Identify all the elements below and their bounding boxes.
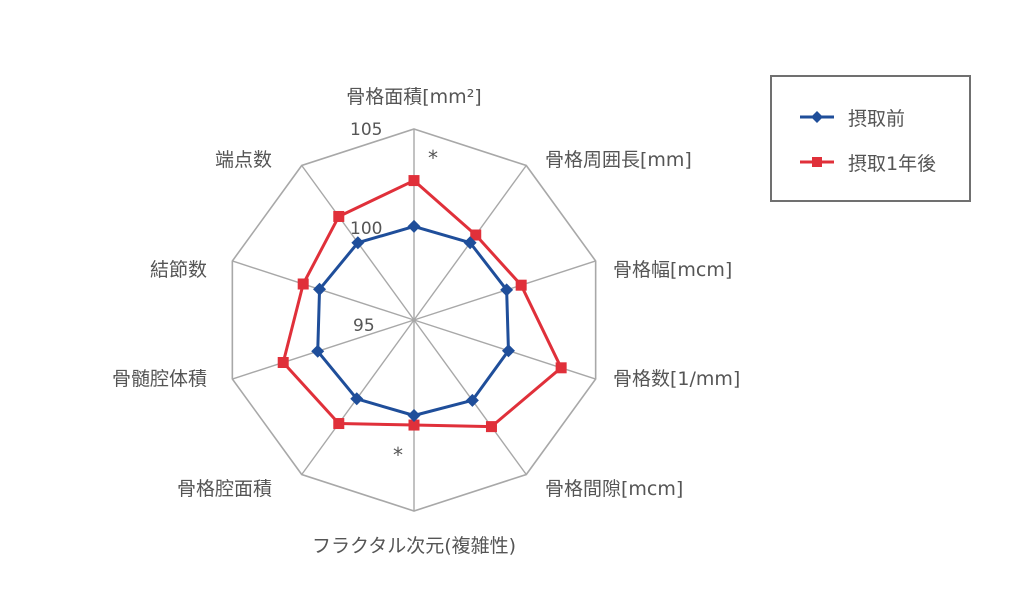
significance-mark-top: *: [428, 146, 438, 170]
legend: 摂取前 摂取1年後: [770, 75, 971, 202]
diamond-marker-icon: [500, 283, 514, 297]
square-marker-icon: [333, 418, 345, 430]
square-marker-icon: [408, 175, 420, 187]
square-marker-icon: [277, 356, 289, 368]
legend-label-before: 摂取前: [848, 107, 906, 130]
axis-label-bone-area: 骨格面積[mm²]: [346, 86, 481, 108]
diamond-marker-icon: [407, 219, 421, 233]
axis-label-endpoint-count: 端点数: [215, 149, 272, 171]
axis-label-fractal-dimension: フラクタル次元(複雑性): [312, 535, 516, 557]
diamond-marker-icon: [350, 392, 364, 406]
square-marker-icon: [485, 421, 497, 433]
radar-grid: [231, 128, 597, 512]
diamond-marker-icon: [351, 236, 365, 250]
diamond-marker-icon: [313, 282, 327, 296]
significance-mark-bottom: *: [393, 443, 403, 467]
legend-item-before: 摂取前: [800, 104, 905, 130]
square-marker-icon: [555, 362, 567, 374]
legend-label-after-1yr: 摂取1年後: [848, 152, 937, 175]
axis-label-marrow-volume: 骨髄腔体積: [112, 368, 207, 390]
axis-label-bone-gap: 骨格間隙[mcm]: [545, 478, 683, 500]
radar-tick-labels: 105 100 95: [350, 120, 382, 336]
radar-axis-labels: 骨格面積[mm²] 骨格周囲長[mm] 骨格幅[mcm] 骨格数[1/mm] 骨…: [112, 86, 740, 557]
radar-series-after-1yr: [277, 175, 567, 433]
legend-square-marker-icon: [800, 157, 834, 167]
axis-label-node-count: 結節数: [150, 259, 207, 281]
tick-label-min: 95: [353, 316, 375, 336]
diamond-marker-icon: [465, 393, 479, 407]
radar-spoke: [232, 319, 415, 380]
square-marker-icon: [333, 210, 345, 222]
diamond-marker-icon: [463, 236, 477, 250]
radar-series: [277, 175, 567, 433]
axis-label-bone-width: 骨格幅[mcm]: [613, 259, 732, 281]
square-marker-icon: [408, 419, 420, 431]
legend-item-after-1yr: 摂取1年後: [800, 149, 936, 175]
axis-label-bone-count: 骨格数[1/mm]: [613, 368, 740, 390]
diamond-marker-icon: [501, 344, 515, 358]
tick-label-max: 105: [350, 120, 382, 140]
square-marker-icon: [297, 278, 309, 290]
radar-series-before: [311, 219, 515, 422]
radar-series-line: [281, 179, 563, 429]
axis-label-cavity-area: 骨格腔面積: [177, 478, 272, 500]
legend-diamond-marker-icon: [800, 111, 834, 123]
square-marker-icon: [470, 229, 482, 241]
significance-marks: * *: [393, 146, 438, 467]
square-marker-icon: [515, 279, 527, 291]
diamond-marker-icon: [407, 409, 421, 422]
axis-label-bone-perimeter: 骨格周囲長[mm]: [545, 149, 692, 171]
tick-label-mid: 100: [350, 219, 382, 239]
diamond-marker-icon: [311, 344, 325, 358]
